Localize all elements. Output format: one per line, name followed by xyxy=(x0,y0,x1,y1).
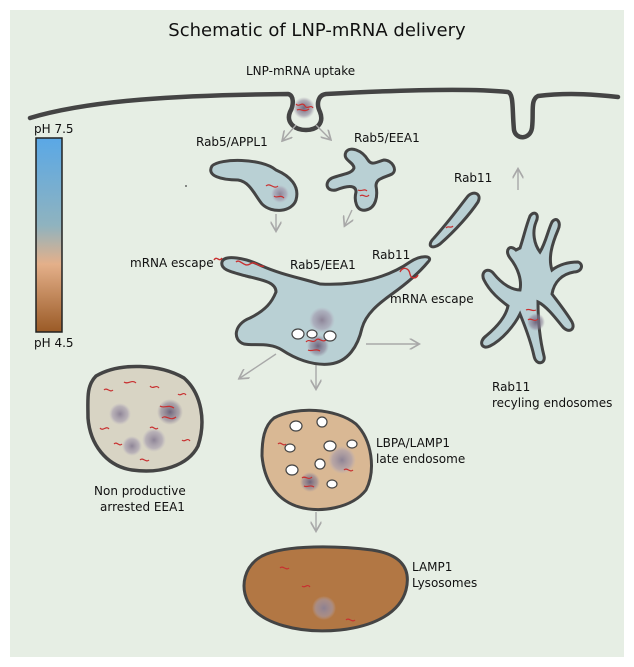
label-late-endosome: late endosome xyxy=(376,452,466,466)
label-lysosome-lamp1: LAMP1 xyxy=(412,560,453,574)
recycling-endosome xyxy=(480,211,583,365)
intraluminal-vesicles xyxy=(284,416,358,489)
diagram-title: Schematic of LNP-mRNA delivery xyxy=(168,20,466,41)
label-recycling-endosomes: recyling endosomes xyxy=(492,396,613,410)
ph-bottom-label: pH 4.5 xyxy=(34,336,74,350)
lnp-particle xyxy=(309,307,335,333)
label-rab5-eea1-top: Rab5/EEA1 xyxy=(354,131,420,145)
label-arrested-eea1: arrested EEA1 xyxy=(100,500,185,514)
label-lysosomes: Lysosomes xyxy=(412,576,478,590)
vesicle xyxy=(291,328,305,340)
ph-top-label: pH 7.5 xyxy=(34,122,74,136)
label-mrna-escape-right: mRNA escape xyxy=(390,292,474,306)
lnp-particle xyxy=(300,472,320,492)
lnp-particle xyxy=(142,428,166,452)
lnp-particle xyxy=(109,403,131,425)
label-late-lbpa-lamp1: LBPA/LAMP1 xyxy=(376,436,451,450)
mrna-strand xyxy=(305,338,327,352)
mrna-strands-late xyxy=(277,442,354,488)
lnp-particle xyxy=(328,446,356,474)
rab11-tubule xyxy=(428,191,481,249)
vesicle xyxy=(306,329,318,339)
mrna-escape-strand xyxy=(213,257,223,261)
mrna-strand xyxy=(445,225,454,229)
mrna-strand xyxy=(265,184,285,199)
label-uptake: LNP-mRNA uptake xyxy=(246,64,356,78)
mrna-strand xyxy=(295,103,314,112)
label-rab11-top: Rab11 xyxy=(454,171,493,185)
lnp-particle xyxy=(157,399,183,425)
label-mrna-escape-left: mRNA escape xyxy=(130,256,214,270)
lnp-particle xyxy=(527,313,545,331)
mrna-strands-nonproductive xyxy=(99,380,191,462)
label-recycling-rab11: Rab11 xyxy=(492,380,531,394)
lnp-particle xyxy=(122,436,142,456)
lnp-particle-uptake xyxy=(293,97,315,119)
vesicle xyxy=(323,330,337,342)
dot xyxy=(185,185,187,187)
label-nonproductive: Non productive xyxy=(94,484,186,498)
pathway-arrows xyxy=(240,124,518,530)
label-rab11-mid: Rab11 xyxy=(372,248,411,262)
lnp-particle xyxy=(312,596,336,620)
endosome-rab5-eea1-early xyxy=(325,147,396,212)
plasma-membrane xyxy=(27,87,621,140)
mrna-escape-strand xyxy=(235,260,265,268)
label-rab5-eea1-mid: Rab5/EEA1 xyxy=(290,258,356,272)
mrna-escape-strand xyxy=(399,267,419,279)
ph-scale-bar xyxy=(35,137,63,333)
label-rab5-appl1: Rab5/APPL1 xyxy=(196,135,268,149)
lnp-particle xyxy=(271,185,289,203)
mrna-strand xyxy=(525,308,539,322)
mrna-strands-lysosome xyxy=(279,566,356,622)
nonproductive-endosome xyxy=(86,364,204,473)
mrna-strand xyxy=(357,189,370,198)
